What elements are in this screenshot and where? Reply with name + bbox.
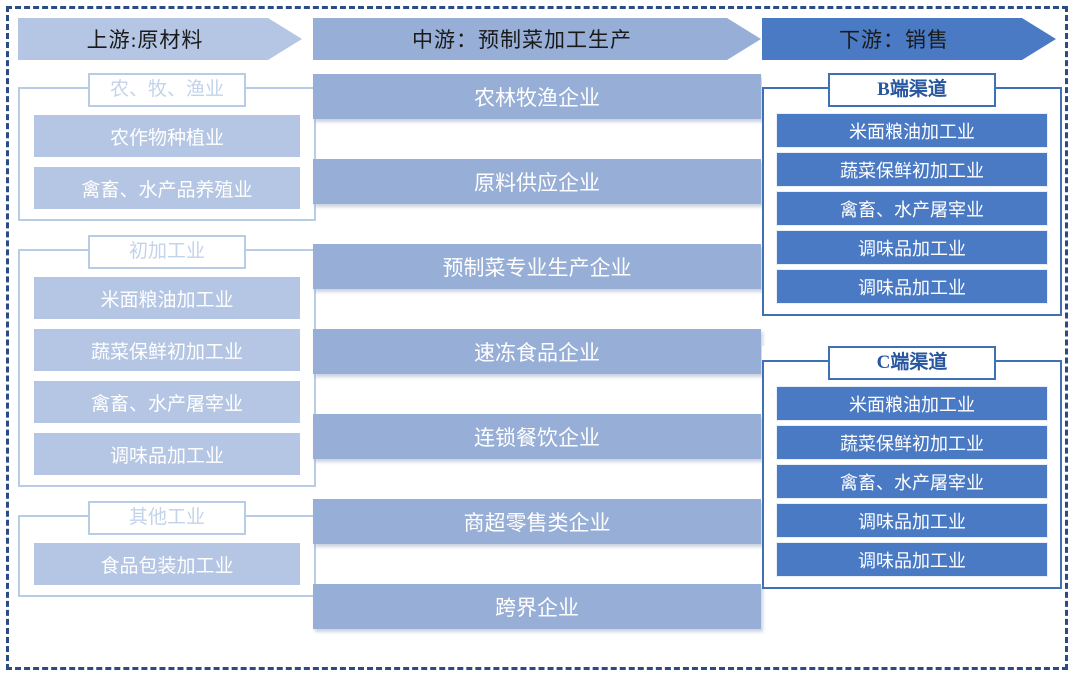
list-item[interactable]: 原料供应企业: [313, 159, 761, 204]
downstream-group-title: B端渠道: [828, 73, 996, 107]
list-item[interactable]: 蔬菜保鲜初加工业: [34, 329, 300, 371]
list-item[interactable]: 速冻食品企业: [313, 329, 761, 374]
list-item[interactable]: 调味品加工业: [776, 269, 1048, 304]
midstream-column: 中游：预制菜加工生产 农林牧渔企业 原料供应企业 预制菜专业生产企业 速冻食品企…: [313, 18, 761, 629]
list-item[interactable]: 调味品加工业: [776, 503, 1048, 538]
list-item[interactable]: 蔬菜保鲜初加工业: [776, 152, 1048, 187]
group-body: 米面粮油加工业 蔬菜保鲜初加工业 禽畜、水产屠宰业 调味品加工业: [18, 269, 316, 487]
list-item[interactable]: 禽畜、水产屠宰业: [776, 191, 1048, 226]
list-item[interactable]: 米面粮油加工业: [34, 277, 300, 319]
downstream-banner-label: 下游：销售: [839, 28, 949, 52]
list-item[interactable]: 调味品加工业: [34, 433, 300, 475]
list-item[interactable]: 禽畜、水产屠宰业: [776, 464, 1048, 499]
downstream-banner: 下游：销售: [762, 18, 1056, 60]
upstream-group-primary-processing: 初加工业 米面粮油加工业 蔬菜保鲜初加工业 禽畜、水产屠宰业 调味品加工业: [18, 235, 316, 487]
upstream-group-title: 农、牧、渔业: [88, 73, 246, 107]
group-body: 米面粮油加工业 蔬菜保鲜初加工业 禽畜、水产屠宰业 调味品加工业 调味品加工业: [762, 380, 1062, 589]
upstream-banner-label: 上游:原材料: [86, 28, 204, 52]
upstream-group-title: 初加工业: [88, 235, 246, 269]
upstream-banner: 上游:原材料: [18, 18, 302, 60]
list-item[interactable]: 商超零售类企业: [313, 499, 761, 544]
group-body: 米面粮油加工业 蔬菜保鲜初加工业 禽畜、水产屠宰业 调味品加工业 调味品加工业: [762, 107, 1062, 316]
group-body: 农作物种植业 禽畜、水产品养殖业: [18, 107, 316, 221]
downstream-group-list: B端渠道 米面粮油加工业 蔬菜保鲜初加工业 禽畜、水产屠宰业 调味品加工业 调味…: [762, 73, 1062, 589]
list-item[interactable]: 米面粮油加工业: [776, 113, 1048, 148]
list-item[interactable]: 跨界企业: [313, 584, 761, 629]
list-item[interactable]: 禽畜、水产屠宰业: [34, 381, 300, 423]
group-body: 食品包装加工业: [18, 535, 316, 597]
list-item[interactable]: 蔬菜保鲜初加工业: [776, 425, 1048, 460]
list-item[interactable]: 调味品加工业: [776, 230, 1048, 265]
list-item[interactable]: 连锁餐饮企业: [313, 414, 761, 459]
midstream-banner: 中游：预制菜加工生产: [313, 18, 761, 60]
list-item[interactable]: 农林牧渔企业: [313, 74, 761, 119]
upstream-column: 上游:原材料 农、牧、渔业 农作物种植业 禽畜、水产品养殖业 初加工业 米面粮油…: [18, 18, 316, 597]
downstream-group-title: C端渠道: [828, 346, 996, 380]
downstream-group-b-channel: B端渠道 米面粮油加工业 蔬菜保鲜初加工业 禽畜、水产屠宰业 调味品加工业 调味…: [762, 73, 1062, 316]
upstream-group-title: 其他工业: [88, 501, 246, 535]
list-item[interactable]: 调味品加工业: [776, 542, 1048, 577]
upstream-group-agriculture: 农、牧、渔业 农作物种植业 禽畜、水产品养殖业: [18, 73, 316, 221]
downstream-group-c-channel: C端渠道 米面粮油加工业 蔬菜保鲜初加工业 禽畜、水产屠宰业 调味品加工业 调味…: [762, 346, 1062, 589]
list-item[interactable]: 米面粮油加工业: [776, 386, 1048, 421]
midstream-banner-label: 中游：预制菜加工生产: [412, 28, 632, 52]
list-item[interactable]: 禽畜、水产品养殖业: [34, 167, 300, 209]
list-item[interactable]: 预制菜专业生产企业: [313, 244, 761, 289]
downstream-column: 下游：销售 B端渠道 米面粮油加工业 蔬菜保鲜初加工业 禽畜、水产屠宰业 调味品…: [762, 18, 1062, 589]
midstream-item-list: 农林牧渔企业 原料供应企业 预制菜专业生产企业 速冻食品企业 连锁餐饮企业 商超…: [313, 74, 761, 629]
upstream-group-list: 农、牧、渔业 农作物种植业 禽畜、水产品养殖业 初加工业 米面粮油加工业 蔬菜保…: [18, 73, 316, 597]
outer-dashed-frame: [6, 6, 1068, 670]
list-item[interactable]: 食品包装加工业: [34, 543, 300, 585]
list-item[interactable]: 农作物种植业: [34, 115, 300, 157]
upstream-group-other-industry: 其他工业 食品包装加工业: [18, 501, 316, 597]
